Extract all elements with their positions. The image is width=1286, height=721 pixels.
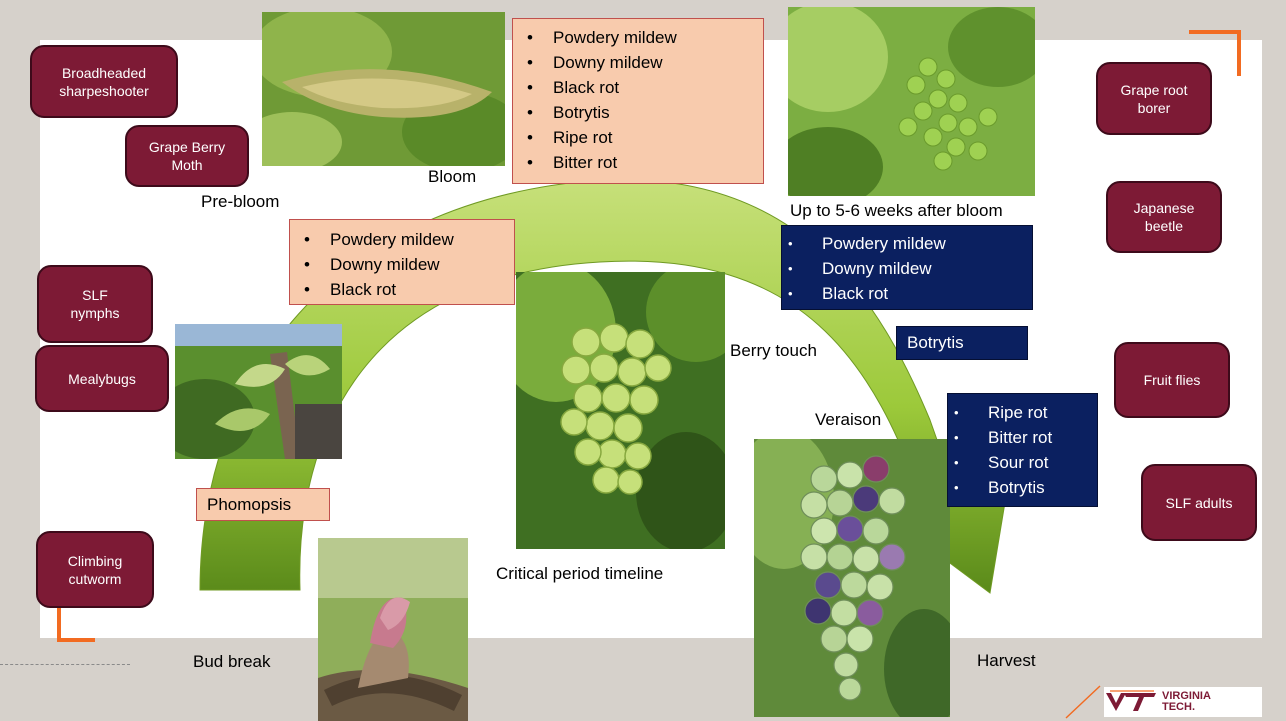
pest-line: SLF: [70, 286, 119, 304]
after-bloom-disease-box: Powdery mildew Downy mildew Black rot: [781, 225, 1033, 310]
early-berry-set-photo: [788, 7, 1035, 196]
timeline-title: Critical period timeline: [496, 564, 663, 584]
virginia-tech-logo: VIRGINIA TECH.: [1104, 687, 1262, 717]
berry-touch-cluster-photo: [516, 272, 725, 549]
veraison-disease-box: Ripe rot Bitter rot Sour rot Botrytis: [947, 393, 1098, 507]
disease-item: Botrytis: [948, 475, 1097, 500]
pest-line: borer: [1121, 99, 1188, 117]
disease-item: Downy mildew: [782, 256, 1032, 281]
stage-label-harvest: Harvest: [977, 651, 1036, 671]
disease-item: Powdery mildew: [782, 231, 1032, 256]
pest-line: Fruit flies: [1144, 371, 1201, 389]
logo-text: VIRGINIA TECH.: [1162, 691, 1211, 713]
disease-item: Downy mildew: [513, 50, 763, 75]
pest-line: Broadheaded: [59, 64, 149, 82]
pest-line: Moth: [149, 156, 225, 174]
logo-text-line2: TECH.: [1162, 702, 1211, 713]
disease-item: Ripe rot: [513, 125, 763, 150]
disease-item: Bitter rot: [948, 425, 1097, 450]
disease-item: Bitter rot: [513, 150, 763, 175]
logo-slash-line: [1064, 684, 1104, 720]
stage-label-after-bloom: Up to 5-6 weeks after bloom: [790, 201, 1003, 221]
pest-mealybugs: Mealybugs: [35, 345, 169, 412]
veraison-disease-list: Ripe rot Bitter rot Sour rot Botrytis: [948, 400, 1097, 500]
stage-label-berry-touch: Berry touch: [730, 341, 817, 361]
stage-label-bloom: Bloom: [428, 167, 476, 187]
pest-fruit-flies: Fruit flies: [1114, 342, 1230, 418]
bud-break-disease-box: Phomopsis: [196, 488, 330, 521]
veraison-cluster-photo: [754, 439, 950, 717]
pest-line: SLF adults: [1166, 494, 1233, 512]
pre-bloom-disease-box: Powdery mildew Downy mildew Black rot: [289, 219, 515, 305]
after-bloom-disease-list: Powdery mildew Downy mildew Black rot: [782, 231, 1032, 306]
bud-break-photo: [318, 538, 468, 721]
disease-item: Black rot: [290, 277, 514, 302]
phomopsis-label: Phomopsis: [197, 489, 329, 520]
pest-line: beetle: [1134, 217, 1195, 235]
pest-line: Japanese: [1134, 199, 1195, 217]
disease-item: Sour rot: [948, 450, 1097, 475]
pest-line: Grape root: [1121, 81, 1188, 99]
pre-bloom-cluster-photo: [262, 12, 505, 166]
disease-item: Powdery mildew: [290, 227, 514, 252]
pest-line: sharpeshooter: [59, 82, 149, 100]
berry-touch-disease-box: Botrytis: [896, 326, 1028, 360]
pest-line: Grape Berry: [149, 138, 225, 156]
pest-line: Mealybugs: [68, 370, 136, 388]
disease-item: Powdery mildew: [513, 25, 763, 50]
pre-bloom-disease-list: Powdery mildew Downy mildew Black rot: [290, 227, 514, 302]
bloom-disease-list: Powdery mildew Downy mildew Black rot Bo…: [513, 25, 763, 175]
pest-line: nymphs: [70, 304, 119, 322]
disease-item: Ripe rot: [948, 400, 1097, 425]
bloom-disease-box: Powdery mildew Downy mildew Black rot Bo…: [512, 18, 764, 184]
stage-label-veraison: Veraison: [815, 410, 881, 430]
botrytis-label: Botrytis: [897, 327, 1027, 359]
budbreak-shoot-photo: [175, 324, 342, 459]
disease-item: Black rot: [513, 75, 763, 100]
stage-label-pre-bloom: Pre-bloom: [201, 192, 279, 212]
disease-item: Black rot: [782, 281, 1032, 306]
stage-label-bud-break: Bud break: [193, 652, 271, 672]
disease-item: Botrytis: [513, 100, 763, 125]
vt-monogram-icon: [1104, 689, 1158, 715]
pest-line: Climbing: [68, 552, 122, 570]
pest-line: cutworm: [68, 570, 122, 588]
pest-slf-adults: SLF adults: [1141, 464, 1257, 541]
disease-item: Downy mildew: [290, 252, 514, 277]
